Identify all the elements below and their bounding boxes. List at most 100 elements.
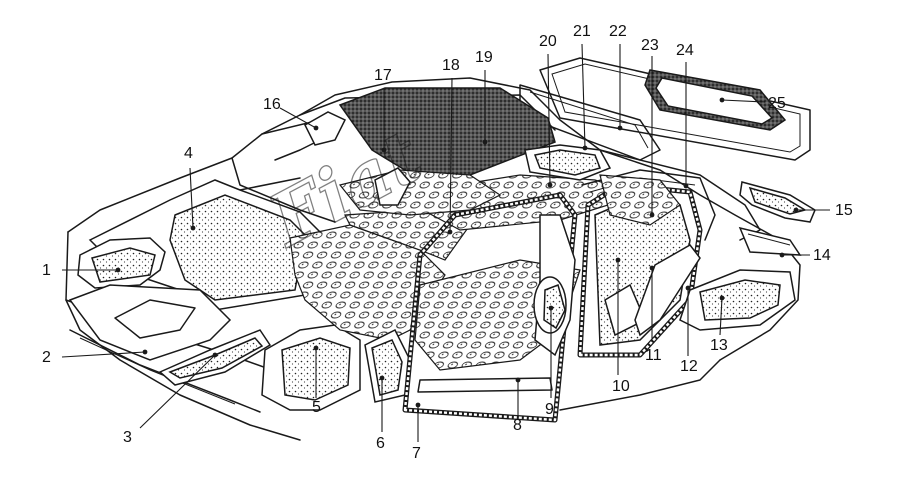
callout-2: 2 — [42, 349, 148, 366]
callout-label-21: 21 — [573, 23, 591, 40]
dashboard-insulation — [338, 167, 502, 216]
callout-label-10: 10 — [612, 378, 630, 395]
windshield-pad — [304, 111, 347, 146]
rear-parcel-pad — [599, 174, 681, 226]
callout-label-25: 25 — [768, 95, 786, 112]
callout-dot-19 — [482, 139, 488, 145]
callout-dot-10 — [615, 257, 621, 263]
front-wheel-arch-pad — [261, 324, 361, 411]
callout-dot-17 — [381, 147, 387, 153]
callout-25: 25 — [719, 95, 786, 112]
callout-label-15: 15 — [835, 202, 853, 219]
callout-dot-24 — [683, 183, 689, 189]
callout-13: 13 — [710, 295, 728, 354]
rear-shelf-pad — [524, 144, 612, 181]
callout-label-12: 12 — [680, 358, 698, 375]
callout-label-20: 20 — [539, 33, 557, 50]
callout-14: 14 — [779, 247, 831, 264]
callout-dot-4 — [190, 225, 196, 231]
callout-5: 5 — [312, 345, 321, 416]
callout-leader-25 — [721, 99, 766, 103]
callout-12: 12 — [680, 285, 698, 375]
callout-dot-13 — [719, 295, 725, 301]
a-pillar-pad — [364, 328, 411, 403]
spare-well-panel — [68, 284, 232, 361]
callout-leader-20 — [547, 53, 551, 186]
callout-7: 7 — [412, 402, 421, 462]
callout-9: 9 — [545, 305, 554, 418]
callout-23: 23 — [641, 37, 659, 218]
callout-label-18: 18 — [442, 57, 460, 74]
callout-label-6: 6 — [376, 435, 385, 452]
callout-11: 11 — [645, 265, 662, 364]
c-pillar-strip — [634, 244, 701, 337]
callout-dot-3 — [212, 352, 218, 358]
callout-label-16: 16 — [263, 96, 281, 113]
callout-19: 19 — [475, 49, 493, 145]
callout-label-24: 24 — [676, 42, 694, 59]
callout-leader-18 — [449, 77, 453, 233]
callout-dot-5 — [313, 345, 319, 351]
callout-dot-14 — [779, 252, 785, 258]
callout-dot-9 — [548, 305, 554, 311]
callout-label-8: 8 — [513, 417, 522, 434]
callout-label-22: 22 — [609, 23, 627, 40]
callout-label-4: 4 — [184, 145, 193, 162]
callout-dot-18 — [447, 229, 453, 235]
callout-label-2: 2 — [42, 349, 51, 366]
bonnet-insulation — [338, 87, 556, 179]
callout-6: 6 — [376, 375, 385, 452]
callout-1: 1 — [42, 262, 121, 279]
callout-20: 20 — [539, 33, 557, 188]
callout-4: 4 — [184, 145, 196, 231]
callout-10: 10 — [612, 257, 630, 395]
callout-label-7: 7 — [412, 445, 421, 462]
callout-leader-13 — [719, 297, 723, 336]
callout-leader-4 — [189, 167, 194, 229]
callout-leader-3 — [139, 354, 216, 429]
callout-22: 22 — [609, 23, 627, 131]
callout-dot-16 — [313, 125, 319, 131]
callout-15: 15 — [793, 202, 853, 219]
callout-dot-8 — [515, 377, 521, 383]
callout-dot-21 — [582, 145, 588, 151]
callout-dot-22 — [617, 125, 623, 131]
callout-label-23: 23 — [641, 37, 659, 54]
callout-24: 24 — [676, 42, 694, 189]
front-side-pad — [77, 237, 166, 289]
callout-21: 21 — [573, 23, 591, 151]
callout-leader-21 — [581, 43, 586, 149]
callout-label-5: 5 — [312, 399, 321, 416]
roof-panel — [539, 57, 811, 161]
b-pillar-trim — [533, 214, 576, 357]
callout-8: 8 — [513, 377, 522, 434]
callout-label-1: 1 — [42, 262, 51, 279]
callout-leader-16 — [279, 107, 317, 129]
callout-label-11: 11 — [645, 347, 662, 364]
callout-dot-1 — [115, 267, 121, 273]
callout-17: 17 — [374, 67, 392, 153]
callout-label-9: 9 — [545, 401, 554, 418]
sill-strip — [417, 377, 553, 393]
callout-dot-25 — [719, 97, 725, 103]
callout-dot-23 — [649, 212, 655, 218]
callout-label-3: 3 — [123, 429, 132, 446]
callout-leader-2 — [61, 351, 146, 358]
callout-label-19: 19 — [475, 49, 493, 66]
front-floor-carpet — [289, 209, 471, 341]
rear-quarter-pad — [679, 269, 796, 331]
callout-label-14: 14 — [813, 247, 831, 264]
callout-label-17: 17 — [374, 67, 392, 84]
callout-dot-15 — [793, 207, 799, 213]
callout-dot-11 — [649, 265, 655, 271]
callout-dot-6 — [379, 375, 385, 381]
callout-dot-7 — [415, 402, 421, 408]
callout-dot-12 — [685, 285, 691, 291]
callout-18: 18 — [442, 57, 460, 235]
callout-3: 3 — [123, 352, 218, 446]
callout-label-13: 13 — [710, 337, 728, 354]
callout-dot-20 — [547, 182, 553, 188]
